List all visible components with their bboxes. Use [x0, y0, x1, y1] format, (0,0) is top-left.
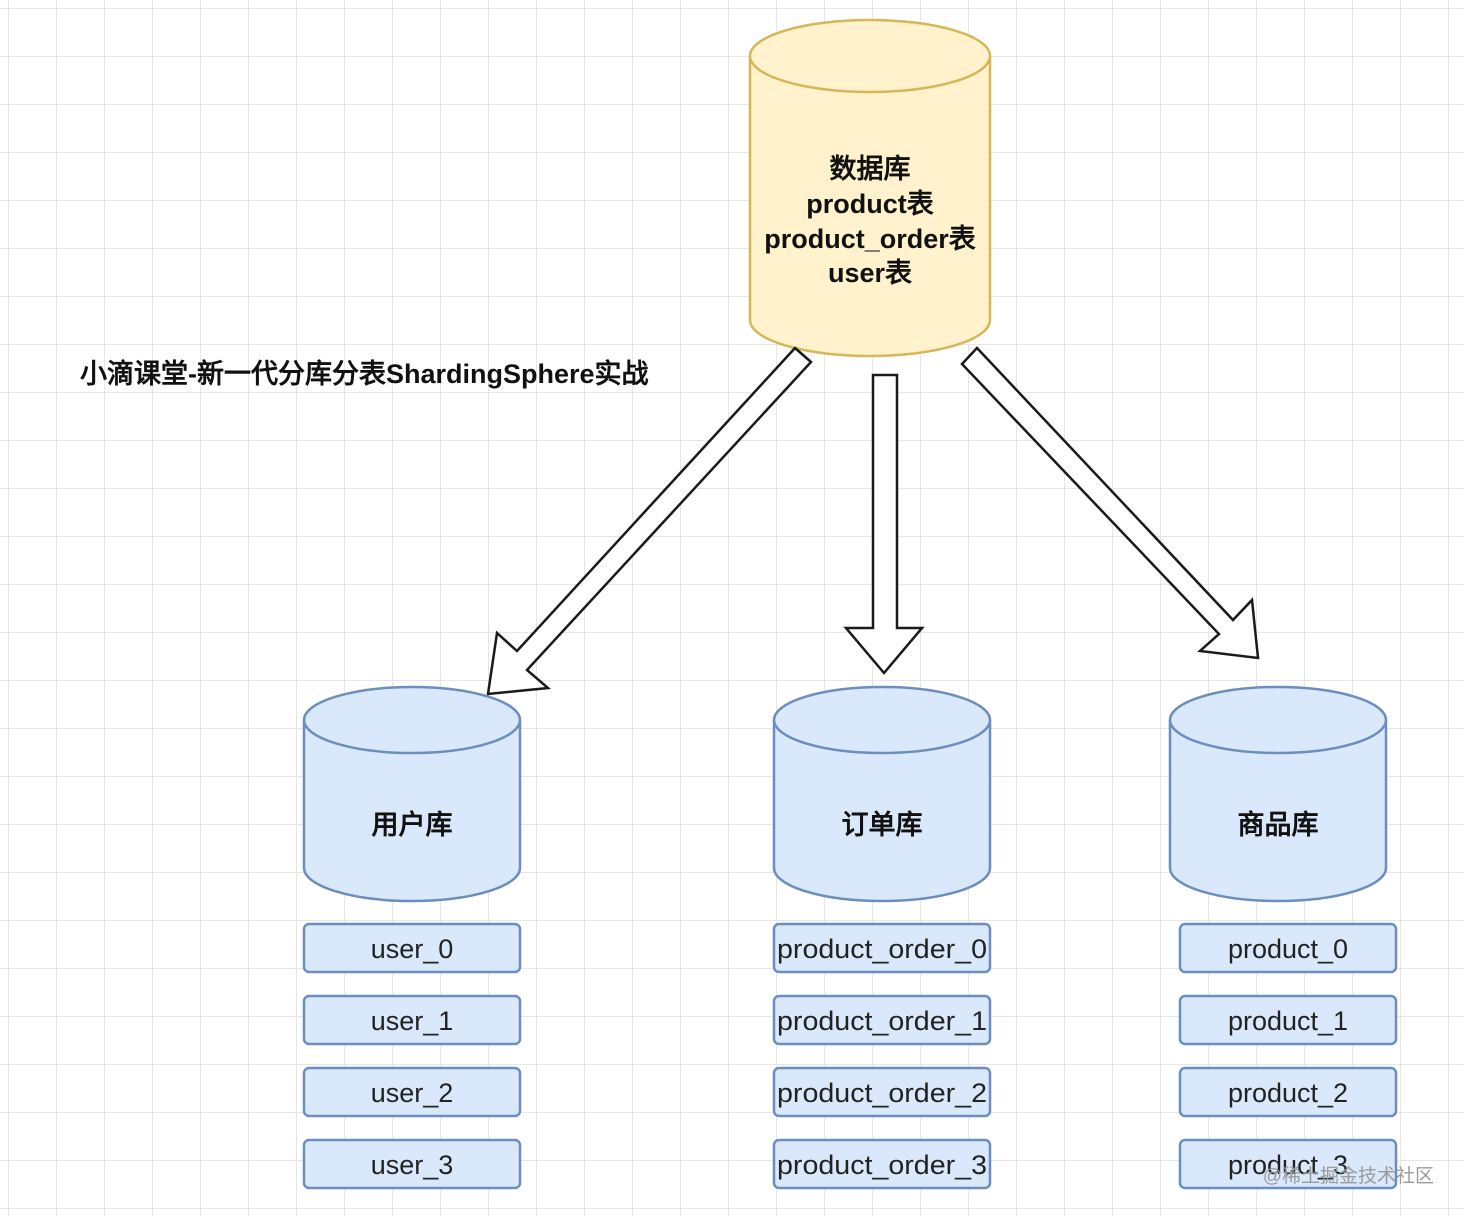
diagram-title: 小滴课堂-新一代分库分表ShardingSphere实战	[80, 358, 649, 389]
table-label: user_3	[371, 1150, 454, 1180]
product-tables: product_0 product_1 product_2 product_3	[1178, 922, 1398, 1190]
arrow-to-user-db	[486, 346, 813, 696]
user-database-body	[302, 720, 522, 903]
user-database-top	[302, 685, 522, 755]
table-box[interactable]	[1178, 1138, 1398, 1190]
user-database-label: 用户库	[372, 809, 453, 840]
user-database[interactable]: 用户库	[302, 685, 522, 903]
source-database-line-4: user表	[828, 258, 912, 288]
table-label: product_3	[1228, 1150, 1348, 1180]
order-database-top	[772, 685, 992, 755]
table-box[interactable]	[772, 1138, 992, 1190]
table-label: product_order_3	[777, 1150, 987, 1180]
arrow-to-order-db	[843, 373, 925, 675]
table-box[interactable]	[302, 1066, 522, 1118]
source-database-line-3: product_order表	[764, 224, 976, 254]
table-box[interactable]	[1178, 1066, 1398, 1118]
table-box[interactable]	[1178, 994, 1398, 1046]
table-label: product_1	[1228, 1006, 1348, 1036]
product-database[interactable]: 商品库	[1168, 685, 1388, 903]
table-label: product_0	[1228, 934, 1348, 964]
order-database-body	[772, 720, 992, 903]
arrow-to-product-db	[960, 346, 1260, 660]
table-box[interactable]	[302, 994, 522, 1046]
table-label: user_0	[371, 934, 454, 964]
table-box[interactable]	[302, 1138, 522, 1190]
source-database[interactable]: 数据库 product表 product_order表 user表	[748, 18, 992, 358]
table-label: product_order_2	[777, 1078, 987, 1108]
user-tables: user_0 user_1 user_2 user_3	[302, 922, 522, 1190]
product-database-label: 商品库	[1238, 810, 1319, 840]
order-database-label: 订单库	[842, 810, 923, 840]
watermark-text: @稀土掘金技术社区	[1263, 1165, 1434, 1187]
source-database-line-1: 数据库	[830, 154, 911, 184]
source-database-body	[748, 56, 992, 358]
product-database-body	[1168, 720, 1388, 903]
product-database-top	[1168, 685, 1388, 755]
order-tables: product_order_0 product_order_1 product_…	[772, 922, 992, 1190]
table-box[interactable]	[772, 994, 992, 1046]
table-label: user_2	[371, 1078, 454, 1108]
table-label: product_2	[1228, 1078, 1348, 1108]
table-box[interactable]	[772, 922, 992, 974]
table-box[interactable]	[772, 1066, 992, 1118]
order-database[interactable]: 订单库	[772, 685, 992, 903]
table-box[interactable]	[1178, 922, 1398, 974]
source-database-top	[748, 18, 992, 94]
table-label: product_order_1	[777, 1006, 987, 1036]
table-label: user_1	[371, 1006, 454, 1036]
table-box[interactable]	[302, 922, 522, 974]
table-label: product_order_0	[777, 934, 987, 964]
source-database-line-2: product表	[806, 189, 934, 219]
